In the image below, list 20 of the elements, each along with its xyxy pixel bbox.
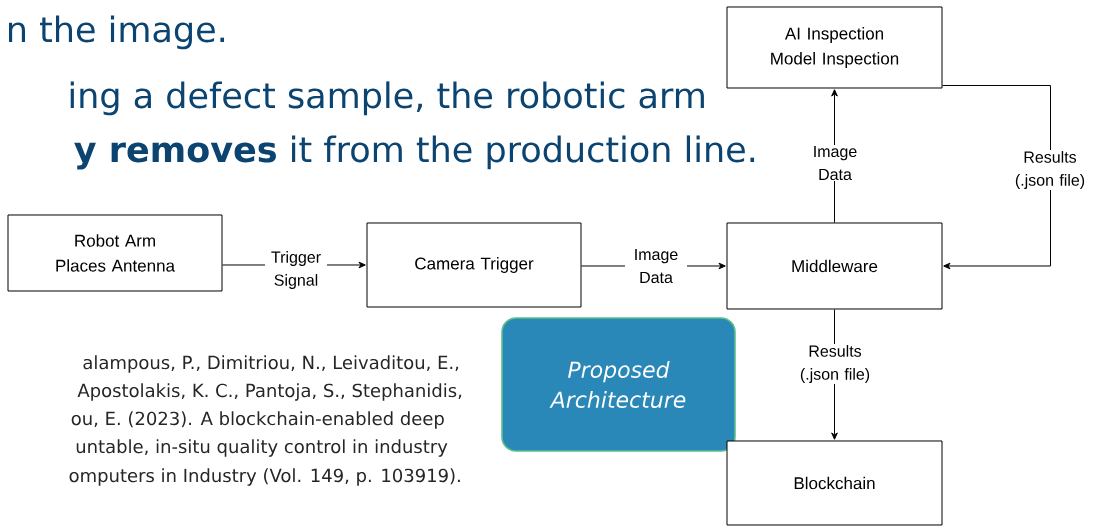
edge-label: Image Data [625, 247, 687, 285]
architecture-badge: Proposed Architecture [501, 317, 736, 452]
reference-text: alampous, P., Dimitriou, N., Leivaditou, E., [83, 355, 459, 373]
edge-label: Trigger Signal [265, 250, 327, 290]
reference-text: omputers in Industry (Vol. 149, p. 103919). [69, 468, 460, 486]
process-box: Middleware [726, 222, 943, 310]
slide-text: y removes it from the production line. [74, 135, 755, 170]
slide-text: ing a defect sample, the robotic arm [70, 81, 704, 116]
arrow [942, 85, 1051, 270]
process-box: Blockchain [726, 440, 943, 526]
edge-label: Results (.json file) [1001, 150, 1097, 190]
edge-label: Image Data [804, 144, 866, 182]
reference-text: Apostolakis, K. C., Pantoja, S., Stephanidis, [77, 383, 462, 401]
edge-label: Results (.json file) [786, 344, 884, 384]
reference-text: ou, E. (2023). A blockchain-enabled deep [71, 411, 444, 429]
process-box: Camera Trigger [366, 222, 582, 308]
process-box: Robot Arm Places Antenna [7, 214, 223, 292]
reference-text: untable, in-situ quality control in industry [76, 439, 448, 457]
slide-text: n the image. [9, 15, 225, 50]
process-box: AI Inspection Model Inspection [726, 6, 943, 89]
